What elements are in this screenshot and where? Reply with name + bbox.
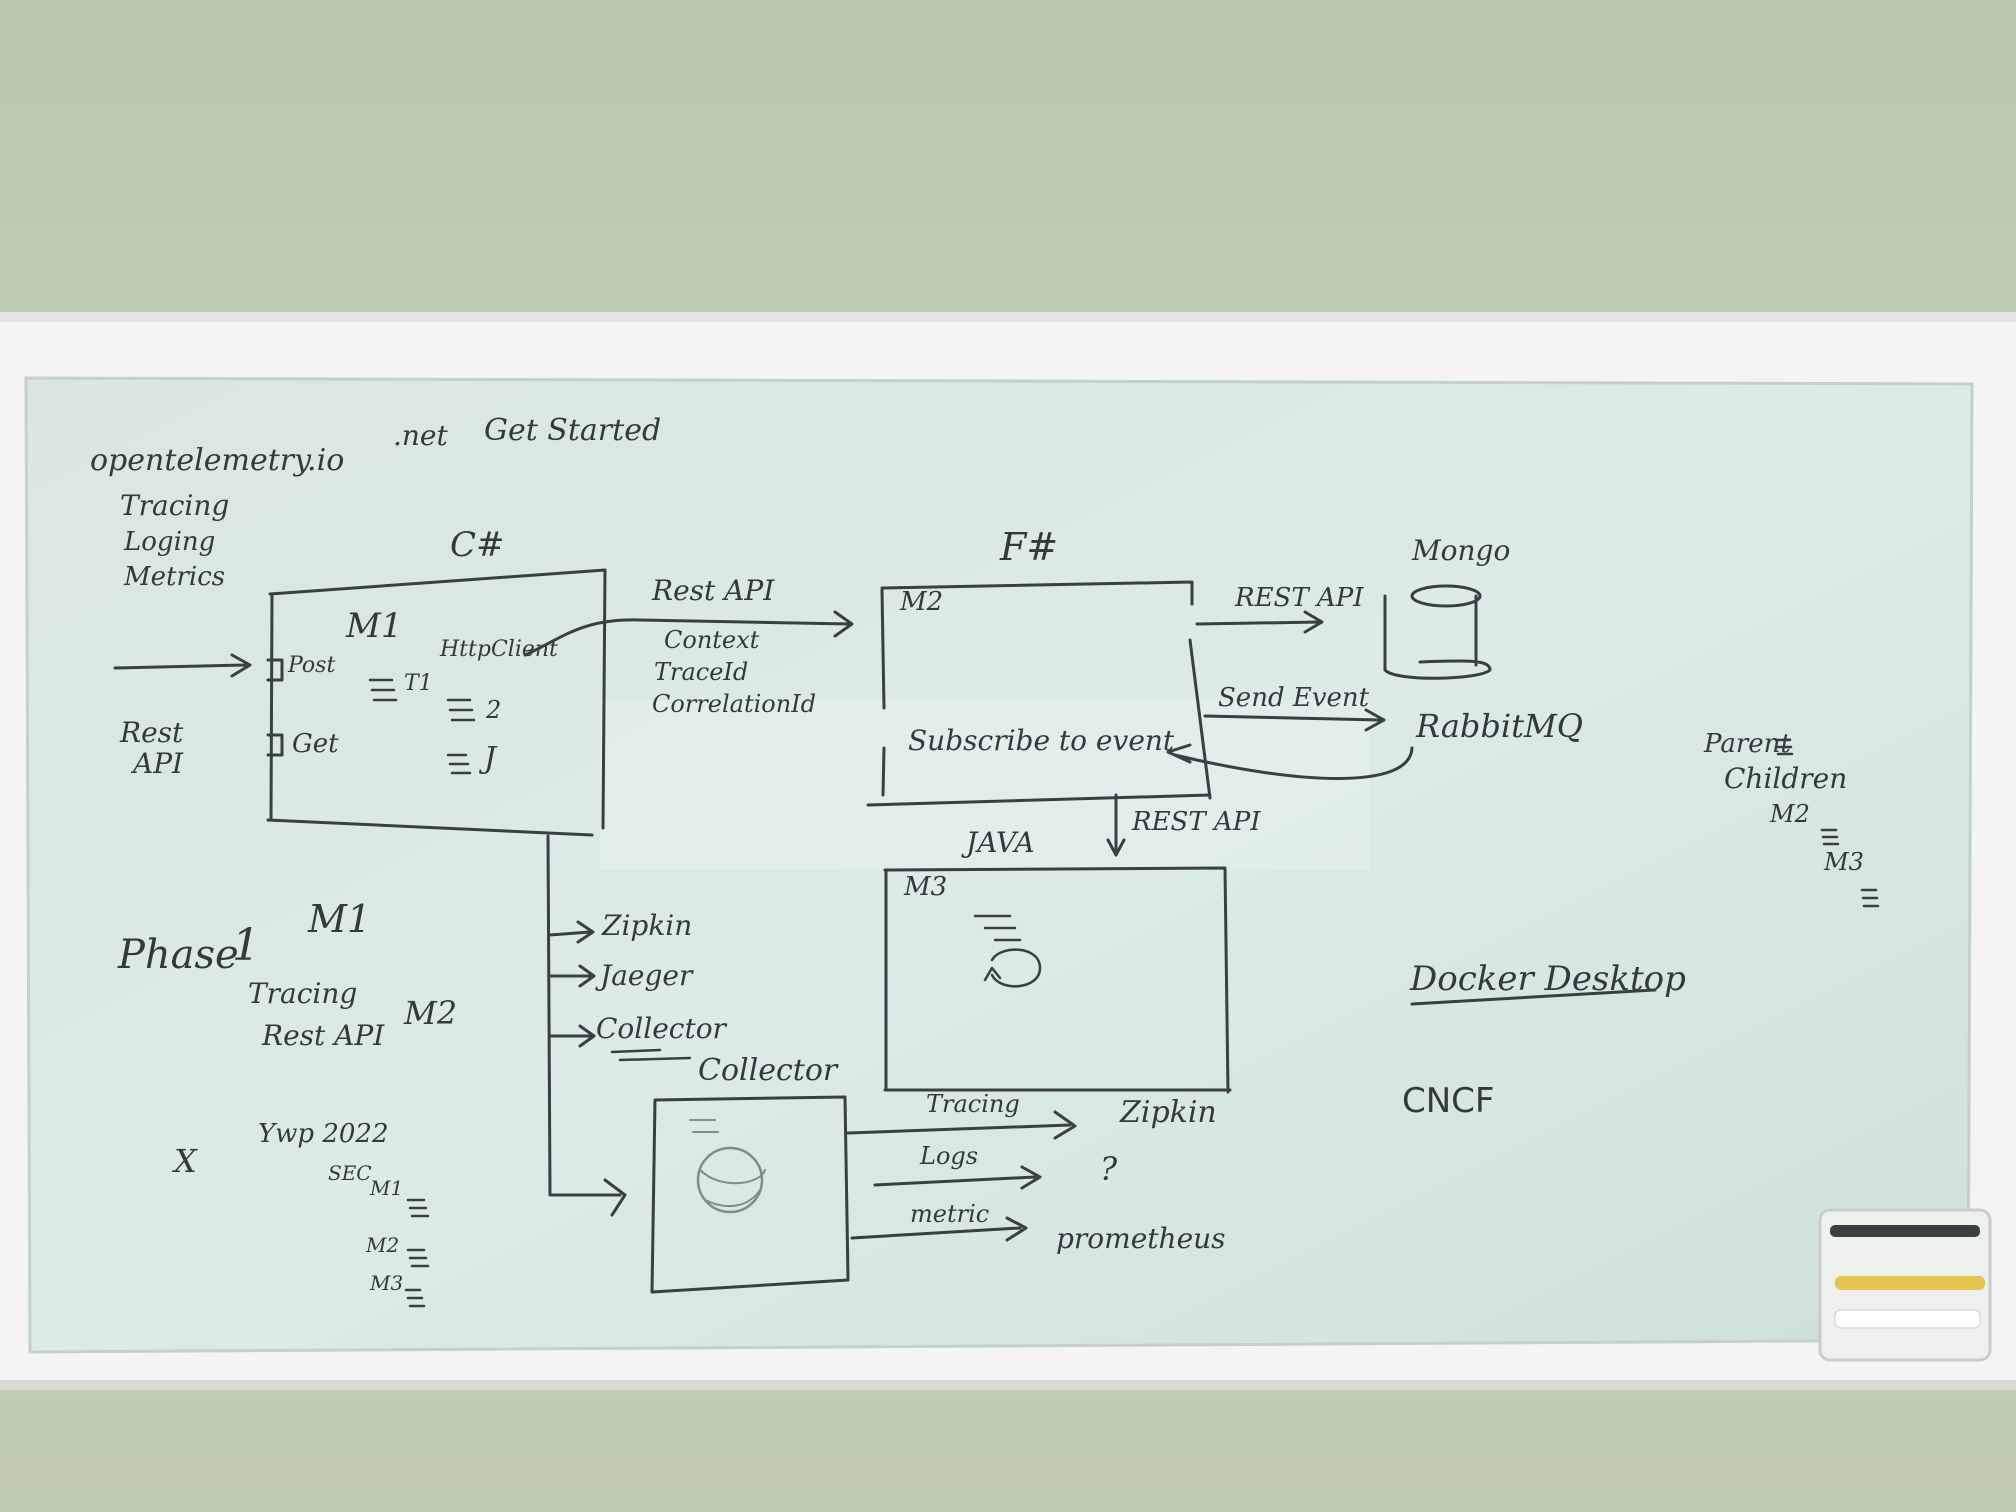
x-mark: X — [171, 1142, 198, 1180]
exporter-jaeger: Jaeger — [595, 959, 694, 992]
signal-metrics: Metrics — [123, 562, 225, 592]
phase-m2: M2 — [403, 994, 457, 1032]
year-m1: M1 — [369, 1176, 403, 1200]
context-text: Context — [664, 626, 760, 654]
target-prometheus: prometheus — [1056, 1222, 1226, 1255]
post-endpoint: Post — [287, 653, 335, 678]
tracing-output-arrow — [846, 1110, 1077, 1140]
dotnet-text: .net — [393, 419, 449, 452]
metric-output-arrow — [850, 1216, 1028, 1242]
phase-tracing: Tracing — [248, 977, 357, 1010]
mongo-label: Mongo — [1411, 534, 1510, 567]
m2-label: M2 — [899, 587, 943, 617]
marker-tray — [1818, 1208, 1992, 1362]
docker-desktop-text: Docker Desktop — [1409, 959, 1686, 999]
collector-logs: Logs — [919, 1142, 978, 1170]
phase-m1: M1 — [307, 897, 371, 941]
svg-text:T1: T1 — [404, 671, 433, 696]
target-question: ? — [1100, 1150, 1118, 1188]
children-label: Children — [1724, 762, 1847, 795]
phase-rest-api: Rest API — [261, 1019, 385, 1052]
get-endpoint: Get — [292, 729, 339, 759]
m3-lang: JAVA — [961, 826, 1035, 859]
rest-label-1: Rest — [119, 716, 184, 749]
m2-lang: F# — [999, 525, 1058, 569]
exporter-zipkin: Zipkin — [601, 909, 692, 942]
signal-loging: Loging — [123, 527, 215, 557]
rest-api-link-label: Rest API — [651, 574, 775, 607]
send-event-arrow — [1203, 708, 1386, 732]
collector-globe-icon — [689, 1119, 766, 1214]
m3-rest-api: REST API — [1131, 807, 1261, 837]
phase-label: Phase — [117, 932, 239, 978]
target-zipkin: Zipkin — [1119, 1095, 1217, 1130]
year-m2: M2 — [365, 1233, 399, 1257]
mongo-rest-api: REST API — [1234, 583, 1364, 613]
traceid-text: TraceId — [654, 658, 748, 686]
rabbit-to-m2-arrow — [1166, 743, 1414, 780]
collector-tracing: Tracing — [926, 1090, 1020, 1118]
signal-tracing: Tracing — [120, 489, 229, 522]
parent-label: Parent — [1703, 729, 1791, 759]
m2-box — [866, 580, 1212, 807]
wall-top — [0, 0, 2016, 320]
subscribe-text: Subscribe to event — [908, 724, 1175, 757]
collector-label: Collector — [698, 1053, 839, 1088]
m1-box — [266, 568, 607, 837]
m1-to-m2-arrow — [523, 610, 854, 657]
m2-to-mongo-arrow — [1195, 610, 1324, 634]
collector-metric: metric — [910, 1200, 989, 1228]
m1-lang: C# — [450, 525, 505, 565]
year-label: Ywp 2022 — [258, 1119, 389, 1149]
exporter-arrows — [548, 920, 596, 1048]
collector-box — [650, 1095, 850, 1294]
span-marks — [368, 678, 476, 775]
rabbitmq-label: RabbitMQ — [1415, 707, 1583, 745]
m3-label: M3 — [903, 872, 947, 902]
export-trunk — [546, 834, 627, 1217]
cncf-text: CNCF — [1402, 1081, 1494, 1121]
site-text: opentelemetry.io — [90, 443, 344, 478]
rest-label-2: API — [130, 747, 184, 780]
children-m3: M3 — [1823, 848, 1864, 876]
window-reflection — [600, 700, 1370, 870]
exporter-collector: Collector — [596, 1012, 728, 1045]
year-m3: M3 — [369, 1271, 403, 1295]
logs-output-arrow — [873, 1165, 1042, 1190]
httpclient-label: HttpClient — [439, 637, 558, 662]
send-event-text: Send Event — [1218, 683, 1370, 713]
incoming-arrow — [113, 653, 252, 678]
children-m2: M2 — [1769, 800, 1810, 828]
docker-underline — [1410, 988, 1657, 1006]
get-started-text: Get Started — [484, 413, 661, 448]
m3-box — [883, 866, 1232, 1094]
m2-to-m3-arrow — [1106, 793, 1126, 857]
svg-text:2: 2 — [485, 696, 501, 724]
m1-label: M1 — [345, 606, 402, 646]
phase-number: 1 — [232, 920, 260, 971]
correlationid-text: CorrelationId — [652, 690, 816, 718]
mongo-database-icon — [1383, 584, 1492, 680]
sec-label: SEC — [328, 1161, 372, 1185]
m3-loop-icon — [973, 914, 1042, 988]
